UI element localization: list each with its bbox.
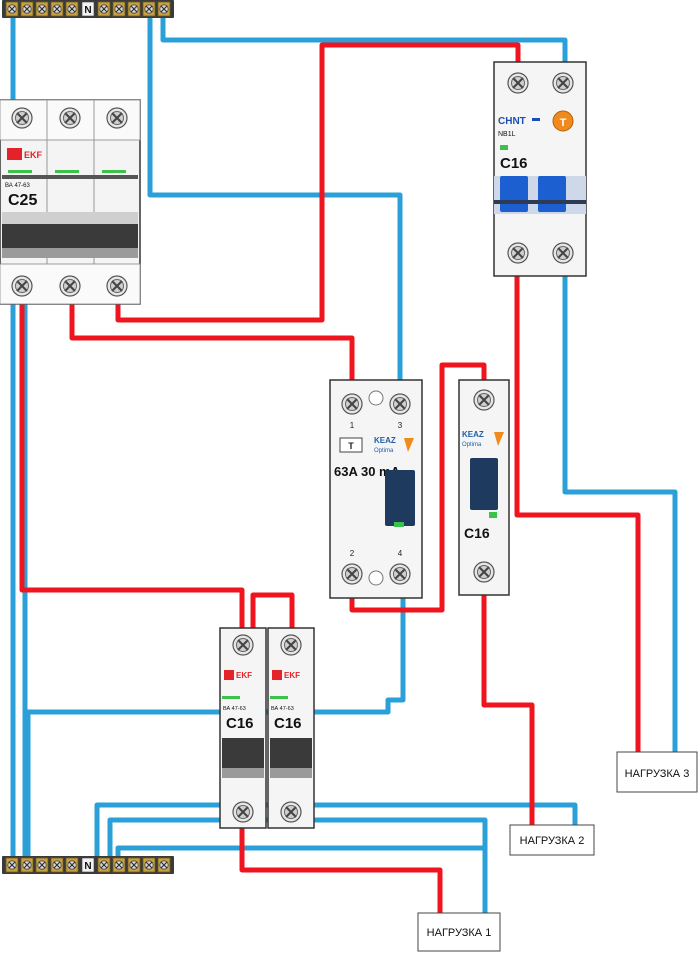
phase-wire-main-to-difavt xyxy=(115,42,521,323)
difavt-handle-right[interactable] xyxy=(538,176,566,212)
pair-right-brand: EKF xyxy=(284,671,300,680)
neutral-wire-load2 xyxy=(94,802,578,862)
rcd-keaz: 1 3 T KEAZ Optima 63A 30 mA 2 4 xyxy=(329,379,423,599)
keaz-breaker-logo-icon xyxy=(494,432,504,446)
pair-right-rating: C16 xyxy=(274,715,302,732)
busbar-top: N xyxy=(2,0,174,18)
neutral-wire-difavt-out xyxy=(562,270,678,752)
neutral-wires xyxy=(10,12,678,913)
rcd-terminal-3: 3 xyxy=(398,421,403,430)
pair-right-handle[interactable] xyxy=(270,738,312,768)
load-2: НАГРУЗКА 2 xyxy=(509,824,595,856)
rcd-terminal-1: 1 xyxy=(350,421,355,430)
keaz-breaker-brand: KEAZ xyxy=(462,430,484,439)
rcd-terminal-4: 4 xyxy=(398,549,403,558)
phase-wire-rcd-to-keaz xyxy=(349,362,487,613)
breaker-main-handle[interactable] xyxy=(2,224,138,250)
load-3: НАГРУЗКА 3 xyxy=(616,751,698,793)
breaker-keaz-c16: KEAZ Optima C16 xyxy=(458,379,510,596)
phase-wire-pair-bridge xyxy=(250,592,295,628)
breaker-main-brand: EKF xyxy=(24,150,43,160)
ekf-logo-icon xyxy=(7,148,22,160)
breaker-main-model: ВА 47-63 xyxy=(5,183,30,189)
breaker-main-rating: C25 xyxy=(8,192,37,209)
ekf-logo-icon xyxy=(224,670,234,680)
neutral-wire-load1 xyxy=(107,817,488,913)
phase-wire-main-to-pair xyxy=(19,300,245,628)
pair-right-model: ВА 47-63 xyxy=(271,706,294,712)
keaz-logo-icon xyxy=(404,438,414,452)
busbar-top-label: N xyxy=(84,5,91,16)
difavt-test-icon: T xyxy=(560,117,567,129)
rcd-terminal-2: 2 xyxy=(350,549,355,558)
difavt-handle-left[interactable] xyxy=(500,176,528,212)
difavt-rating: C16 xyxy=(500,155,528,172)
neutral-wire-to-rcd xyxy=(147,12,403,380)
neutral-wire-to-difavt xyxy=(160,12,568,62)
phase-wire-main-to-rcd xyxy=(69,300,355,380)
rcd-test-button[interactable] xyxy=(339,437,363,453)
keaz-breaker-handle[interactable] xyxy=(470,458,498,510)
load-1-label: НАГРУЗКА 1 xyxy=(427,927,492,939)
breaker-pair-right: EKF ВА 47-63 C16 xyxy=(267,627,315,829)
pair-left-brand: EKF xyxy=(236,671,252,680)
rcd-sub: Optima xyxy=(374,448,394,454)
difavt-test-button[interactable] xyxy=(552,110,574,132)
keaz-breaker-rating: C16 xyxy=(464,525,490,541)
busbar-bottom-label: N xyxy=(84,861,91,872)
breaker-pair-left: EKF ВА 47-63 C16 xyxy=(219,627,267,829)
pair-left-model: ВА 47-63 xyxy=(223,706,246,712)
load-2-label: НАГРУЗКА 2 xyxy=(520,835,585,847)
breaker-difavt-c16: CHNT T NB1L C16 xyxy=(493,61,587,277)
difavt-brand: CHNT xyxy=(498,116,526,127)
pair-left-handle[interactable] xyxy=(222,738,264,768)
load-1: НАГРУЗКА 1 xyxy=(417,912,501,952)
rcd-handle[interactable] xyxy=(385,470,415,526)
phase-wire-difavt-to-load3 xyxy=(514,270,641,752)
phase-wire-keaz-to-load2 xyxy=(481,595,535,825)
difavt-model: NB1L xyxy=(498,131,516,138)
rcd-rating: 63A 30 mA xyxy=(334,464,401,479)
load-3-label: НАГРУЗКА 3 xyxy=(625,768,690,780)
keaz-breaker-sub: Optima xyxy=(462,442,482,448)
neutral-wire-rcd-out xyxy=(25,598,406,862)
phase-wires xyxy=(19,42,641,913)
busbar-bottom: N xyxy=(2,856,174,874)
breaker-main-c25: EKF ВА 47-63 C25 xyxy=(0,99,141,305)
phase-wire-pair-to-load1 xyxy=(239,826,443,913)
pair-left-rating: C16 xyxy=(226,715,254,732)
rcd-brand: KEAZ xyxy=(374,436,396,445)
rcd-test-label: T xyxy=(348,441,354,451)
ekf-logo-icon xyxy=(272,670,282,680)
